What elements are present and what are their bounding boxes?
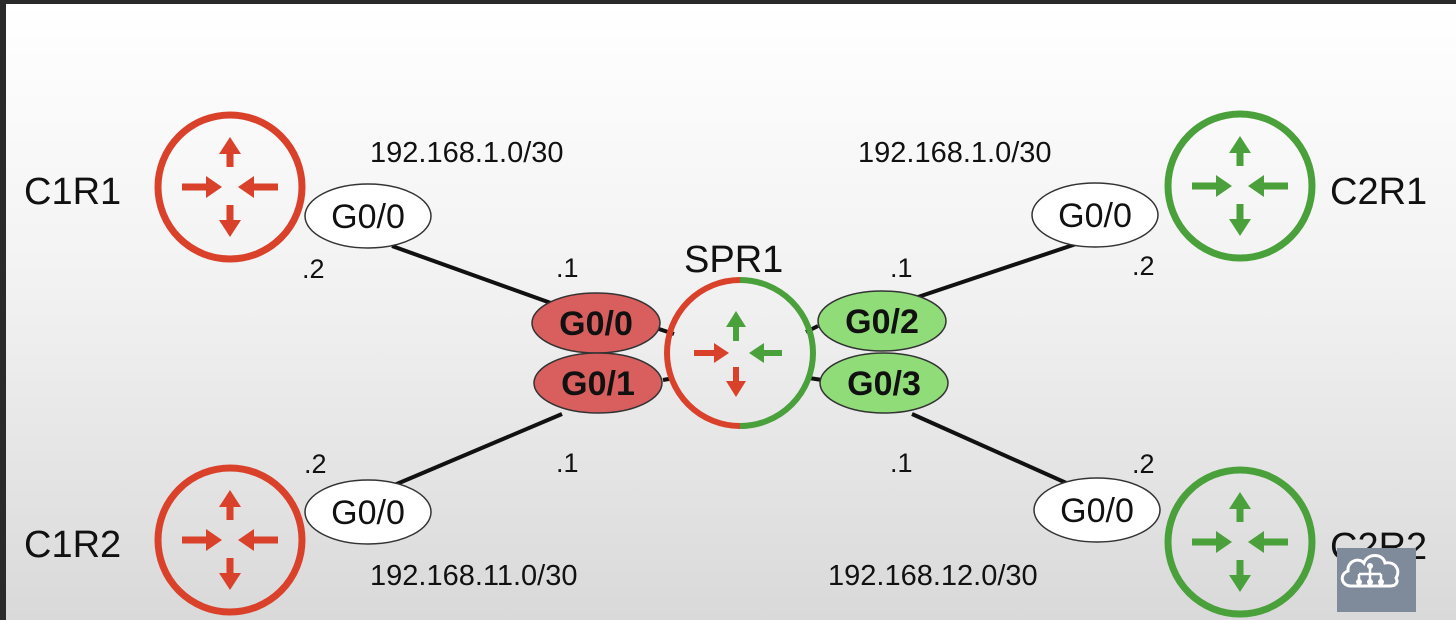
host-label-c1r1: .2 [302, 254, 325, 284]
links [391, 240, 1083, 492]
interface-c2r1-g00[interactable]: G0/0 [1031, 182, 1159, 248]
cloud-network-logo-icon [1337, 548, 1416, 612]
host-label-c2r2: .2 [1132, 449, 1155, 479]
subnet-label-c1r1: 192.168.1.0/30 [370, 137, 564, 169]
router-label-c1r1: C1R1 [24, 171, 121, 213]
interface-spr1-g00[interactable]: G0/0 [531, 292, 661, 354]
link-c2r1-spr1 [911, 240, 1083, 301]
link-c1r1-spr1 [391, 244, 563, 309]
interface-spr1-g02[interactable]: G0/2 [817, 290, 947, 352]
router-arrows-icon [1192, 492, 1288, 592]
interface-label: G0/0 [559, 305, 633, 343]
link-c2r2-spr1 [911, 412, 1083, 492]
router-arrows-icon [182, 137, 278, 237]
interface-label: G0/2 [845, 303, 919, 341]
host-label-c2r1: .2 [1132, 251, 1155, 281]
host-label-spr1-c1r1: .1 [556, 253, 579, 283]
link-c1r2-spr1 [391, 412, 563, 488]
host-label-spr1-c1r2: .1 [556, 448, 579, 478]
router-spr1[interactable] [664, 277, 816, 429]
interface-spr1-g03[interactable]: G0/3 [819, 352, 949, 414]
router-label-c1r2: C1R2 [24, 524, 121, 566]
interface-c2r2-g00[interactable]: G0/0 [1033, 477, 1161, 543]
host-label-spr1-c2r1: .1 [890, 253, 913, 283]
interface-label: G0/1 [561, 365, 635, 403]
host-label-spr1-c2r2: .1 [890, 448, 913, 478]
subnet-label-c2r2: 192.168.12.0/30 [828, 560, 1038, 592]
topology-svg: C1R1 C1R2 C2R1 C2R2 [24, 110, 1427, 618]
interface-spr1-g01[interactable]: G0/1 [533, 352, 663, 414]
subnet-label-c2r1: 192.168.1.0/30 [858, 137, 1052, 169]
interface-c1r2-g00[interactable]: G0/0 [304, 479, 432, 545]
router-label-c2r1: C2R1 [1330, 171, 1427, 213]
interface-label: G0/0 [331, 494, 405, 532]
router-arrows-icon [182, 490, 278, 590]
interface-label: G0/0 [1058, 197, 1132, 235]
interface-c1r1-g00[interactable]: G0/0 [304, 183, 432, 249]
router-c2r1[interactable] [1164, 110, 1316, 262]
router-c1r1[interactable] [154, 111, 306, 263]
interface-label: G0/0 [331, 198, 405, 236]
interface-label: G0/3 [847, 365, 921, 403]
subnet-label-c1r2: 192.168.11.0/30 [370, 560, 578, 592]
router-arrows-icon [694, 311, 782, 397]
router-c1r2[interactable] [154, 464, 306, 616]
router-c2r2[interactable] [1164, 466, 1316, 618]
interface-label: G0/0 [1060, 492, 1134, 530]
host-label-c1r2: .2 [304, 449, 327, 479]
router-label-spr1: SPR1 [684, 239, 783, 281]
network-diagram: C1R1 C1R2 C2R1 C2R2 [6, 4, 1456, 620]
router-arrows-icon [1192, 136, 1288, 236]
